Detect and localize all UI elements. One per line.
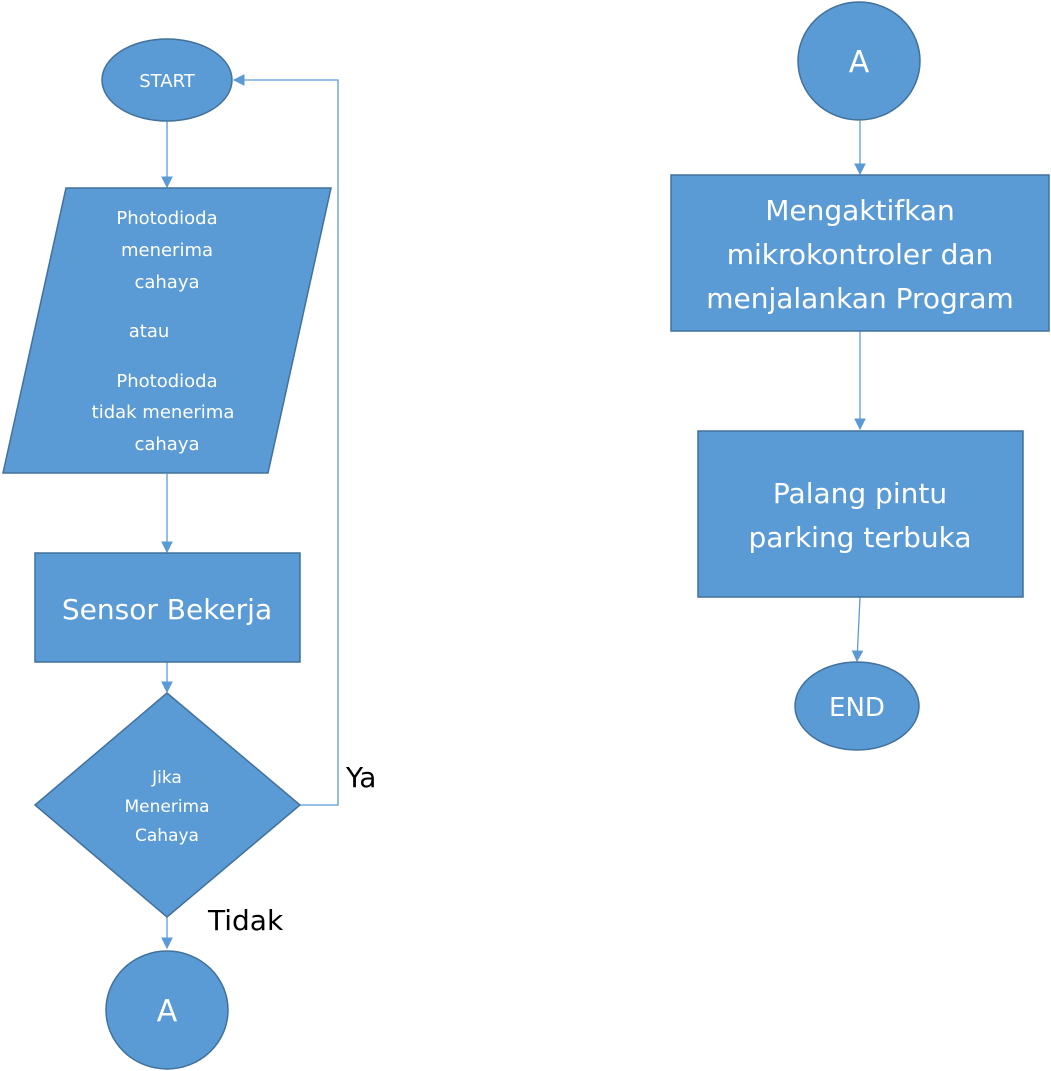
input-line-1: Photodioda [116, 208, 217, 229]
end-label: END [829, 693, 885, 723]
sensor-process-label: Sensor Bekerja [62, 593, 272, 626]
decision-line-3: Cahaya [135, 826, 199, 846]
connector-a-top-label: A [849, 45, 870, 80]
no-edge-label: Tidak [207, 904, 284, 937]
input-line-6: tidak menerima [92, 402, 235, 423]
decision-diamond: Jika Menerima Cahaya [33, 692, 302, 918]
process1-line-3: menjalankan Program [706, 282, 1014, 315]
process1-line-1: Mengaktifkan [765, 194, 955, 227]
input-line-3: cahaya [134, 272, 199, 293]
palang-process-box: Palang pintu parking terbuka [697, 430, 1024, 598]
decision-line-1: Jika [151, 768, 182, 788]
end-terminal: END [794, 661, 920, 751]
decision-line-2: Menerima [124, 797, 209, 817]
start-label: START [139, 71, 196, 92]
arrow-process2-to-end [851, 596, 864, 663]
sensor-process-box: Sensor Bekerja [34, 552, 301, 663]
process2-line-1: Palang pintu [773, 477, 947, 510]
start-terminal: START [101, 38, 233, 122]
input-line-5: Photodioda [116, 371, 217, 392]
input-line-2: menerima [121, 240, 213, 261]
connector-a-top: A [797, 1, 921, 121]
input-line-4: atau [129, 321, 170, 342]
input-parallelogram: Photodioda menerima cahaya atau Photodio… [2, 187, 332, 474]
input-line-7: cahaya [134, 434, 199, 455]
mikrokontroler-process-box: Mengaktifkan mikrokontroler dan menjalan… [670, 174, 1050, 332]
arrow-decision-yes-loop [232, 74, 339, 806]
yes-edge-label: Ya [345, 761, 376, 794]
connector-a-bottom: A [105, 950, 229, 1070]
process1-line-2: mikrokontroler dan [727, 238, 994, 271]
connector-a-bottom-label: A [157, 994, 178, 1029]
process2-line-2: parking terbuka [749, 521, 972, 554]
